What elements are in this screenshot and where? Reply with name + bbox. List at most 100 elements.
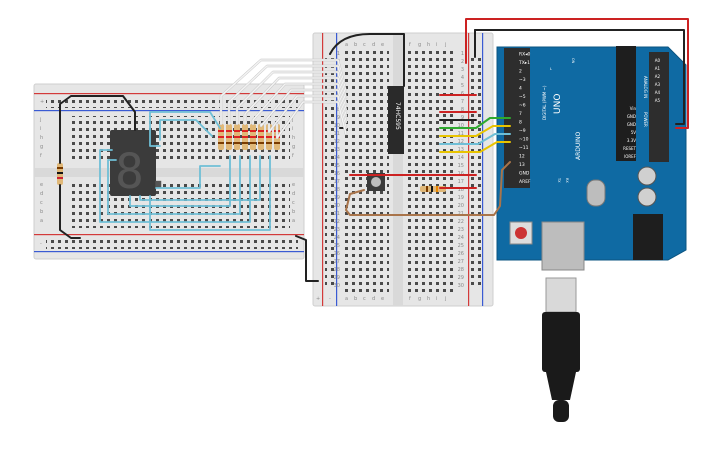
- column-letter-top: g: [418, 42, 421, 48]
- power-pin-label: IOREF: [624, 154, 637, 159]
- power-pin-label: GND: [627, 114, 636, 119]
- column-letter-top: c: [363, 42, 366, 48]
- wire-white: [260, 89, 347, 127]
- row-number-left: 15: [334, 163, 340, 169]
- resistor-band: [258, 142, 264, 144]
- left-column-letter: a: [40, 218, 43, 224]
- resistor-band: [234, 130, 240, 132]
- digital-pin-label: ~9: [519, 128, 526, 134]
- arduino-brand-label: ARDUINO: [575, 131, 582, 160]
- row-number-left: 22: [334, 219, 340, 225]
- digital-pin-label: 7: [519, 111, 522, 117]
- left-column-letter-right: d: [292, 191, 295, 197]
- row-number-right: 20: [458, 203, 464, 209]
- row-number-left: 26: [334, 251, 340, 257]
- left-column-letter: j: [39, 117, 41, 123]
- row-number-right: 5: [461, 83, 464, 89]
- power-pin-label: 5V: [631, 130, 637, 135]
- resistor-band: [226, 142, 232, 144]
- row-number-right: 29: [458, 275, 464, 281]
- resistor-band: [258, 136, 264, 138]
- row-number-right: 1: [461, 51, 464, 57]
- resistor-band: [250, 142, 256, 144]
- row-number-right: 28: [458, 267, 464, 273]
- resistor-band: [226, 136, 232, 138]
- row-number-right: 8: [461, 107, 464, 113]
- row-number-left: 24: [334, 235, 340, 241]
- main-rail-minus: -: [329, 296, 331, 302]
- column-letter-top: i: [436, 42, 437, 48]
- resistor-band: [274, 142, 280, 144]
- row-number-left: 29: [334, 275, 340, 281]
- column-letter-top: h: [427, 42, 430, 48]
- row-number-right: 17: [458, 179, 464, 185]
- row-number-right: 22: [458, 219, 464, 225]
- usb-cable: [542, 277, 580, 422]
- row-number-right: 24: [458, 235, 464, 241]
- crystal: [586, 179, 606, 207]
- shift-register-chip: 74HC595: [388, 86, 404, 154]
- column-letter-bottom: i: [436, 296, 437, 302]
- row-number-right: 13: [458, 147, 464, 153]
- analog-pin-label: A3: [655, 82, 661, 87]
- row-number-left: 1: [337, 51, 340, 57]
- left-column-letter-right: f: [292, 153, 294, 159]
- analog-pin-label: A5: [655, 98, 661, 103]
- row-number-right: 9: [461, 115, 464, 121]
- row-number-right: 2: [461, 59, 464, 65]
- analog-pin-label: A0: [655, 58, 661, 63]
- row-number-left: 14: [334, 155, 340, 161]
- row-number-right: 18: [458, 187, 464, 193]
- usb-port[interactable]: [541, 221, 585, 271]
- left-column-letter-right: j: [291, 117, 293, 123]
- capacitor-1: [637, 166, 657, 186]
- power-section-label: POWER: [643, 112, 648, 127]
- row-number-right: 7: [461, 99, 464, 105]
- resistor-band: [242, 130, 248, 132]
- column-letter-bottom: a: [345, 296, 348, 302]
- row-number-right: 30: [458, 283, 464, 289]
- left-column-letter-right: g: [292, 144, 295, 150]
- power-pin-label: Vin: [630, 106, 637, 111]
- pushbutton[interactable]: [367, 173, 385, 191]
- wire-white: [228, 65, 347, 125]
- digital-pin-label: ~11: [519, 145, 529, 151]
- main-rail-plus: +: [316, 296, 320, 302]
- digital-pin-label: 8: [519, 120, 522, 126]
- left-rail-minus-bottom: -: [40, 241, 42, 247]
- left-column-letter: c: [40, 200, 43, 206]
- rx-led-label: RX: [565, 178, 569, 183]
- seven-segment-display: 8.: [110, 130, 173, 200]
- row-number-right: 27: [458, 259, 464, 265]
- row-number-left: 11: [334, 131, 340, 137]
- wires: [59, 18, 689, 282]
- left-rail-plus-top: +: [40, 99, 44, 105]
- column-letter-bottom: d: [372, 296, 375, 302]
- row-number-right: 11: [458, 131, 464, 137]
- power-pin-label: GND: [627, 122, 636, 127]
- resistor-array: [218, 124, 280, 150]
- resistor-band: [242, 142, 248, 144]
- column-letter-top: j: [444, 42, 446, 48]
- resistor-band: [234, 136, 240, 138]
- resistor-band: [218, 136, 224, 138]
- digital-pin-label: RX◂0: [519, 52, 530, 58]
- left-column-letter: f: [40, 153, 42, 159]
- digital-pin-label: AREF: [519, 179, 531, 185]
- row-number-left: 12: [334, 139, 340, 145]
- row-number-left: 13: [334, 147, 340, 153]
- row-number-right: 15: [458, 163, 464, 169]
- column-letter-bottom: f: [409, 296, 411, 302]
- row-number-right: 10: [458, 123, 464, 129]
- resistor-band: [266, 142, 272, 144]
- resistor-band: [218, 142, 224, 144]
- row-number-left: 28: [334, 267, 340, 273]
- reset-button-cap: [515, 227, 527, 239]
- resistor-band: [234, 142, 240, 144]
- column-letter-top: a: [345, 42, 348, 48]
- resistor-band: [242, 136, 248, 138]
